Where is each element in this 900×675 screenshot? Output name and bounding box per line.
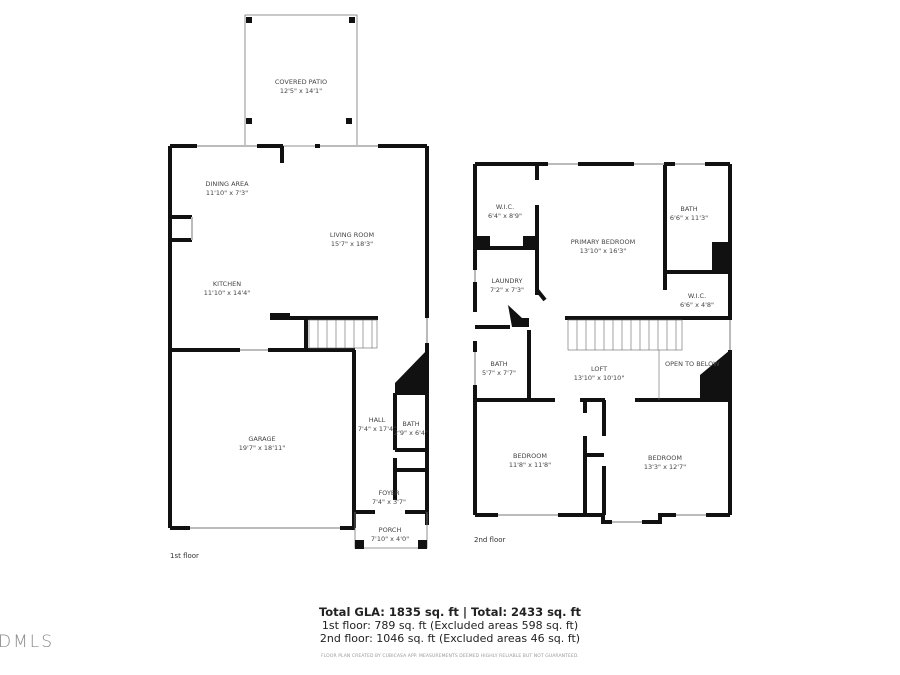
covered-patio-outline (244, 14, 358, 147)
room-dims: 11'10" x 14'4" (203, 289, 251, 297)
second-floor-windows (474, 163, 731, 523)
room-dims: 11'10" x 7'3" (205, 189, 249, 197)
room-dims: 6'4" x 8'9" (487, 212, 523, 220)
room-dims: 6'6" x 4'8" (679, 301, 715, 309)
patio-posts (246, 17, 355, 124)
room-name: BATH (402, 420, 420, 428)
room-name: BATH (680, 205, 698, 213)
first-floor-area: 1st floor: 789 sq. ft (Excluded areas 59… (321, 619, 579, 632)
room-dims: 7'4" x 17'4" (357, 425, 397, 433)
room-name: BEDROOM (648, 454, 682, 462)
room-name: LAUNDRY (491, 277, 523, 285)
room-name: W.I.C. (495, 203, 515, 211)
room-dims: 12'5" x 14'1" (279, 87, 323, 95)
room-name: FOYER (378, 489, 400, 497)
room-name: BATH (490, 360, 508, 368)
room-dims: 5'7" x 7'7" (481, 369, 517, 377)
room-name: HALL (368, 416, 386, 424)
first-floor-stairs (308, 319, 378, 349)
second-floor-plan (473, 162, 732, 524)
room-label-wic-2: W.I.C.6'6" x 4'8" (680, 292, 714, 310)
room-name: PORCH (378, 526, 402, 534)
room-label-wic: W.I.C.6'4" x 8'9" (488, 203, 522, 221)
room-dims: 7'4" x 3'7" (371, 498, 407, 506)
room-dims: 13'3" x 12'7" (643, 463, 687, 471)
room-name: BEDROOM (513, 452, 547, 460)
room-dims: 13'10" x 16'3" (579, 247, 627, 255)
room-name: PRIMARY BEDROOM (570, 238, 636, 246)
room-name: LIVING ROOM (329, 231, 375, 239)
room-name: KITCHEN (212, 280, 242, 288)
second-floor-label: 2nd floor (474, 536, 506, 544)
room-label-open-to-below: OPEN TO BELOW (665, 360, 725, 369)
second-floor-stairs (567, 319, 683, 400)
room-name: GARAGE (248, 435, 276, 443)
room-name: W.I.C. (687, 292, 707, 300)
disclaimer: FLOOR PLAN CREATED BY CUBICASA APP. MEAS… (321, 654, 579, 659)
watermark-logo: DMLS (0, 632, 55, 652)
room-dims: 15'7" x 18'3" (330, 240, 374, 248)
room-dims: 11'8" x 11'8" (508, 461, 552, 469)
first-floor-windows (190, 145, 428, 529)
room-dims: 13'10" x 10'10" (573, 374, 625, 382)
room-dims: 6'6" x 11'3" (669, 214, 709, 222)
second-floor-area: 2nd floor: 1046 sq. ft (Excluded areas 4… (319, 632, 581, 645)
first-floor-label: 1st floor (170, 552, 199, 560)
room-name: DINING AREA (205, 180, 249, 188)
first-floor-plan (168, 14, 429, 549)
room-name: OPEN TO BELOW (665, 360, 720, 368)
total-area: Total GLA: 1835 sq. ft | Total: 2433 sq.… (318, 605, 582, 619)
room-name: LOFT (590, 365, 608, 373)
room-dims: 2'9" x 6'4" (393, 429, 429, 437)
room-dims: 19'7" x 18'11" (238, 444, 286, 452)
room-dims: 7'10" x 4'0" (370, 535, 410, 543)
first-floor-walls (168, 144, 429, 530)
room-name: COVERED PATIO (274, 78, 328, 86)
room-dims: 7'2" x 7'3" (489, 286, 525, 294)
